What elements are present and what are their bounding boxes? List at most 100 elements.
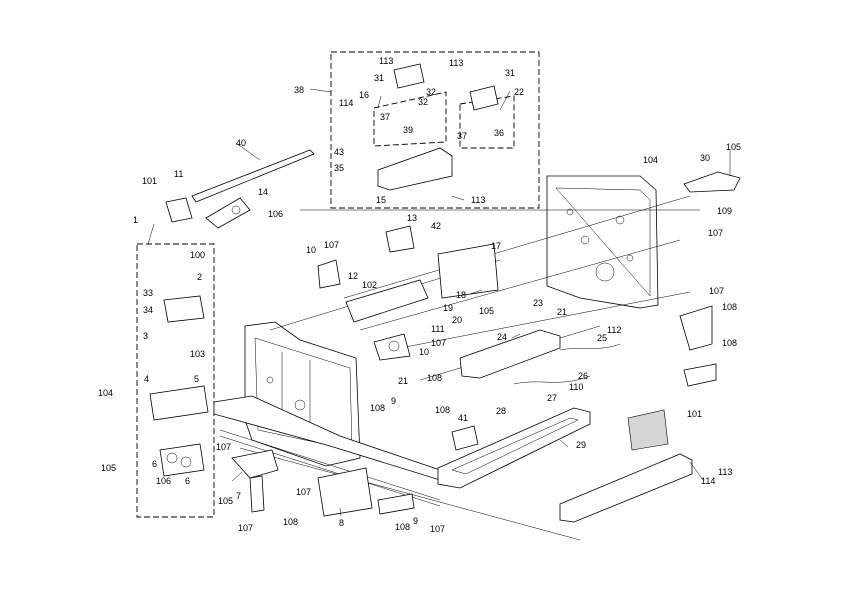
- callout-label: 101: [687, 409, 702, 419]
- part-40-rod-38: [377, 63, 499, 191]
- part-8: [317, 467, 373, 517]
- callout-label: 31: [505, 68, 515, 78]
- callout-label: 111: [431, 324, 445, 334]
- callout-label: 9: [391, 396, 396, 406]
- callout-label: 113: [379, 56, 393, 66]
- callout-label: 43: [334, 147, 344, 157]
- callout-label: 107: [296, 487, 311, 497]
- callout-label: 109: [717, 206, 732, 216]
- callout-label: 7: [236, 491, 241, 501]
- callout-label: 107: [238, 523, 253, 533]
- callout-label: 29: [576, 440, 586, 450]
- callout-label: 113: [471, 195, 485, 205]
- part-29: [437, 407, 591, 489]
- part-30: [683, 171, 741, 193]
- part-108-bracket-right: [679, 305, 717, 387]
- callout-label: 104: [98, 388, 113, 398]
- callout-label: 21: [557, 307, 567, 317]
- part-10-lower: [373, 333, 411, 361]
- part-40: [191, 149, 315, 203]
- part-16: [345, 279, 429, 323]
- callout-label: 4: [144, 374, 149, 384]
- part-11: [165, 197, 193, 223]
- callout-label: 5: [194, 374, 199, 384]
- rear-frame: [546, 175, 659, 309]
- part-frame-bottom-right: [559, 453, 693, 523]
- callout-label: 22: [514, 87, 524, 97]
- part-7: [231, 449, 279, 513]
- callout-label: 10: [306, 245, 316, 255]
- callout-label: 8: [339, 518, 344, 528]
- callout-label: 14: [258, 187, 268, 197]
- callout-label: 112: [607, 325, 621, 335]
- callout-label: 108: [283, 517, 298, 527]
- callout-label: 1: [133, 215, 138, 225]
- callout-label: 6: [185, 476, 190, 486]
- callout-label: 37: [457, 131, 467, 141]
- callout-label: 36: [494, 128, 504, 138]
- part-41: [451, 425, 479, 451]
- callout-label: 6: [152, 459, 157, 469]
- callout-label: 101: [142, 176, 157, 186]
- callout-label: 10: [419, 347, 429, 357]
- part-10-upper: [317, 259, 341, 289]
- callout-label: 108: [722, 338, 737, 348]
- callout-label: 107: [216, 442, 231, 452]
- part-14: [205, 197, 251, 229]
- callout-label: 108: [722, 302, 737, 312]
- callout-label: 13: [407, 213, 417, 223]
- callout-label: 12: [348, 271, 358, 281]
- callout-label: 42: [431, 221, 441, 231]
- callout-label: 16: [359, 90, 369, 100]
- callout-label: 110: [569, 382, 583, 392]
- callout-label: 108: [370, 403, 385, 413]
- callout-label: 107: [708, 228, 723, 238]
- callout-label: 20: [452, 315, 462, 325]
- callout-label: 2: [197, 272, 202, 282]
- group-box-1: [136, 243, 215, 518]
- callout-label: 33: [143, 288, 153, 298]
- callout-label: 21: [398, 376, 408, 386]
- callout-label: 105: [479, 306, 494, 316]
- callout-label: 26: [578, 371, 588, 381]
- part-13: [385, 225, 415, 253]
- callout-label: 108: [427, 373, 442, 383]
- callout-label: 104: [643, 155, 658, 165]
- leader-lines: [147, 88, 731, 517]
- callout-label: 3: [143, 331, 148, 341]
- callout-label: 39: [403, 125, 413, 135]
- callout-label: 32: [426, 87, 436, 97]
- callout-label: 105: [726, 142, 741, 152]
- callout-label: 18: [456, 290, 466, 300]
- callout-label: 9: [413, 516, 418, 526]
- callout-label: 107: [324, 240, 339, 250]
- callout-label: 31: [374, 73, 384, 83]
- callout-label: 24: [497, 332, 507, 342]
- callout-label: 19: [443, 303, 453, 313]
- callout-label: 28: [496, 406, 506, 416]
- callout-label: 105: [218, 496, 233, 506]
- callout-label: 11: [174, 169, 183, 179]
- callout-label: 32: [418, 97, 428, 107]
- callout-label: 27: [547, 393, 557, 403]
- callout-label: 30: [700, 153, 710, 163]
- callout-label: 106: [156, 476, 171, 486]
- part-9-lower: [377, 493, 415, 515]
- callout-label: 107: [430, 524, 445, 534]
- part-harness-26: [513, 343, 621, 385]
- part-17: [437, 243, 499, 299]
- callout-labels: 113 31 113 31 38 16 32 32 22 114 37 39 3…: [98, 56, 741, 534]
- callout-label: 23: [533, 298, 543, 308]
- callout-label: 40: [236, 138, 246, 148]
- callout-label: 37: [380, 112, 390, 122]
- callout-label: 35: [334, 163, 344, 173]
- callout-label: 107: [431, 338, 446, 348]
- part-101-transformer: [627, 409, 669, 451]
- callout-label: 113: [449, 58, 463, 68]
- callout-label: 107: [709, 286, 724, 296]
- callout-label: 108: [435, 405, 450, 415]
- callout-label: 100: [190, 250, 205, 260]
- callout-label: 108: [395, 522, 410, 532]
- callout-label: 17: [491, 241, 501, 251]
